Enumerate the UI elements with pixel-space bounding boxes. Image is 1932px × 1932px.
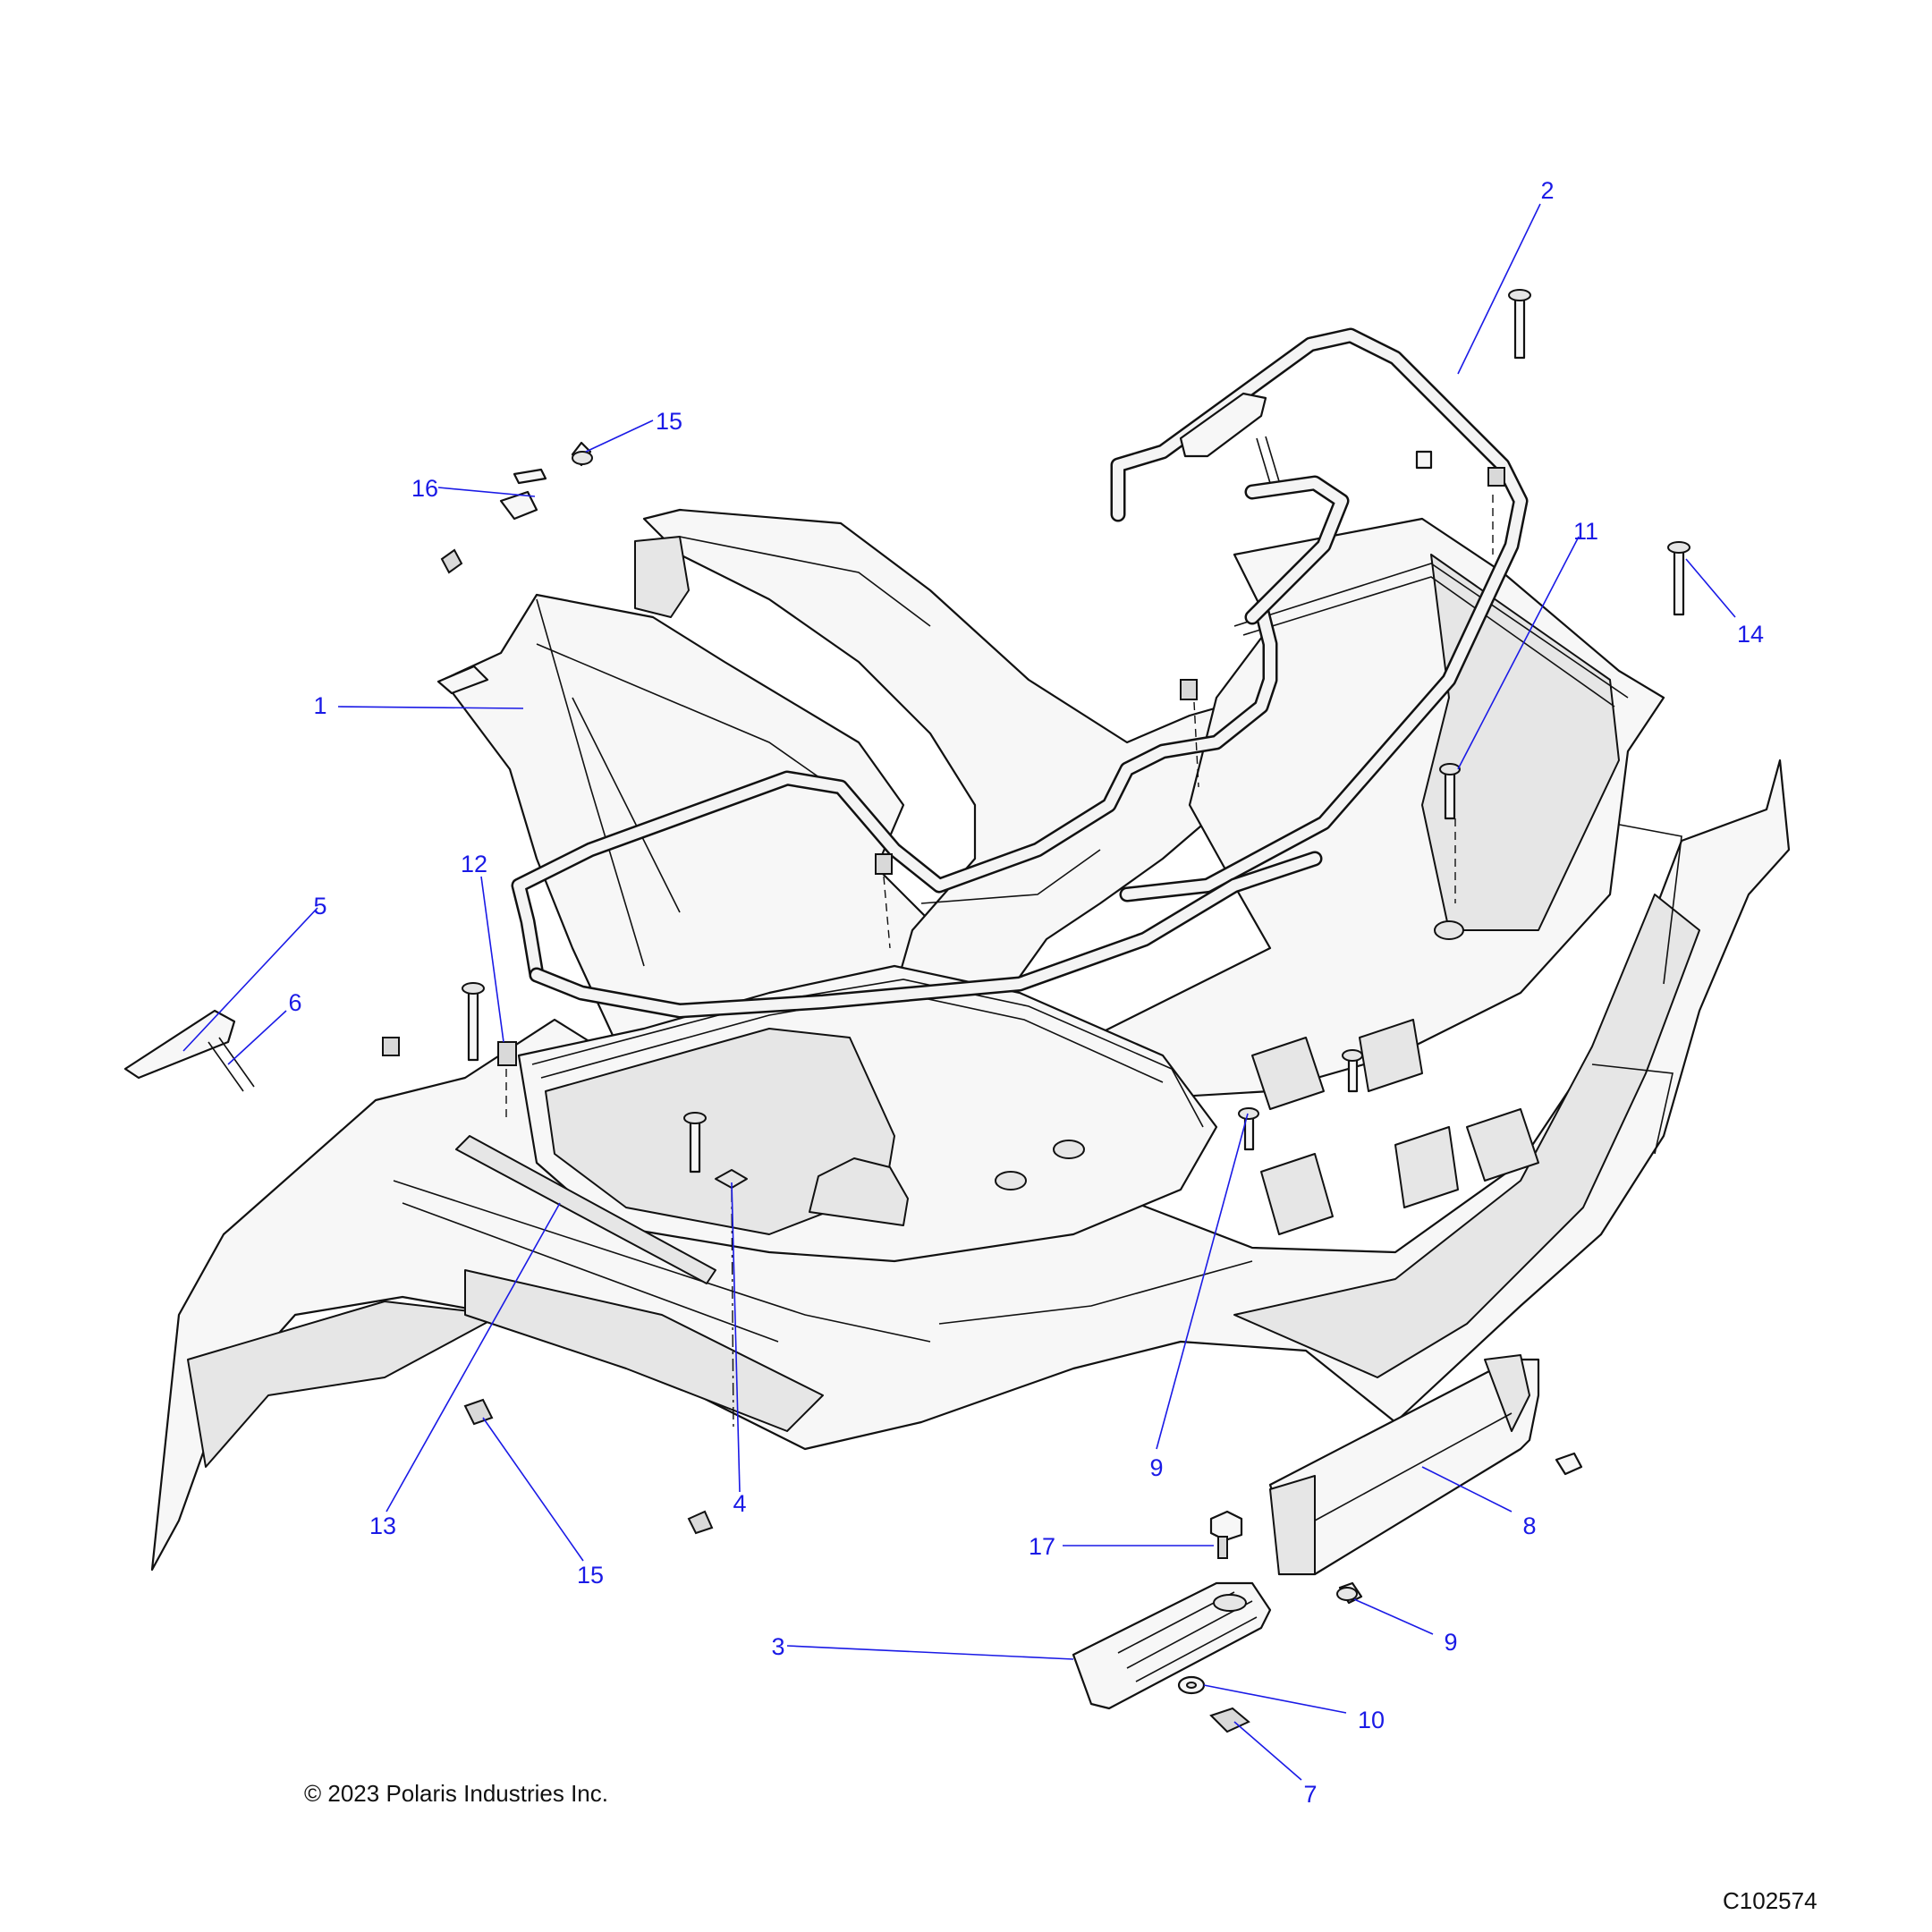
callout-9-lower: 9 <box>1444 1629 1457 1656</box>
callout-17: 17 <box>1029 1533 1055 1560</box>
callout-13: 13 <box>369 1513 396 1539</box>
callout-1: 1 <box>313 692 326 719</box>
callout-11: 11 <box>1573 518 1598 545</box>
cover-panel <box>1072 1581 1272 1710</box>
callout-8: 8 <box>1522 1513 1536 1539</box>
callout-15-lower: 15 <box>577 1562 604 1589</box>
callout-5: 5 <box>313 893 326 919</box>
callout-15-upper: 15 <box>656 408 682 435</box>
hardware <box>123 289 1690 1733</box>
callout-14: 14 <box>1737 621 1764 648</box>
leader-lines <box>182 203 1736 1781</box>
callout-3: 3 <box>771 1633 784 1660</box>
callout-12: 12 <box>461 851 487 877</box>
rear-rack <box>511 327 1529 1019</box>
callout-6: 6 <box>288 989 301 1016</box>
callout-2: 2 <box>1540 177 1554 204</box>
callout-4: 4 <box>733 1490 746 1517</box>
callout-9-upper: 9 <box>1149 1454 1163 1481</box>
figure-id: C102574 <box>1723 1887 1818 1914</box>
callouts: 1 2 3 4 5 6 7 8 9 9 10 11 12 13 14 15 15… <box>288 177 1764 1808</box>
callout-16: 16 <box>411 475 438 502</box>
bracket <box>1268 1354 1540 1576</box>
rear-fender-body <box>150 508 1791 1572</box>
callout-7: 7 <box>1303 1781 1317 1808</box>
assembly-lines <box>505 495 1494 1432</box>
callout-10: 10 <box>1358 1707 1385 1733</box>
copyright-notice: © 2023 Polaris Industries Inc. <box>304 1780 608 1807</box>
